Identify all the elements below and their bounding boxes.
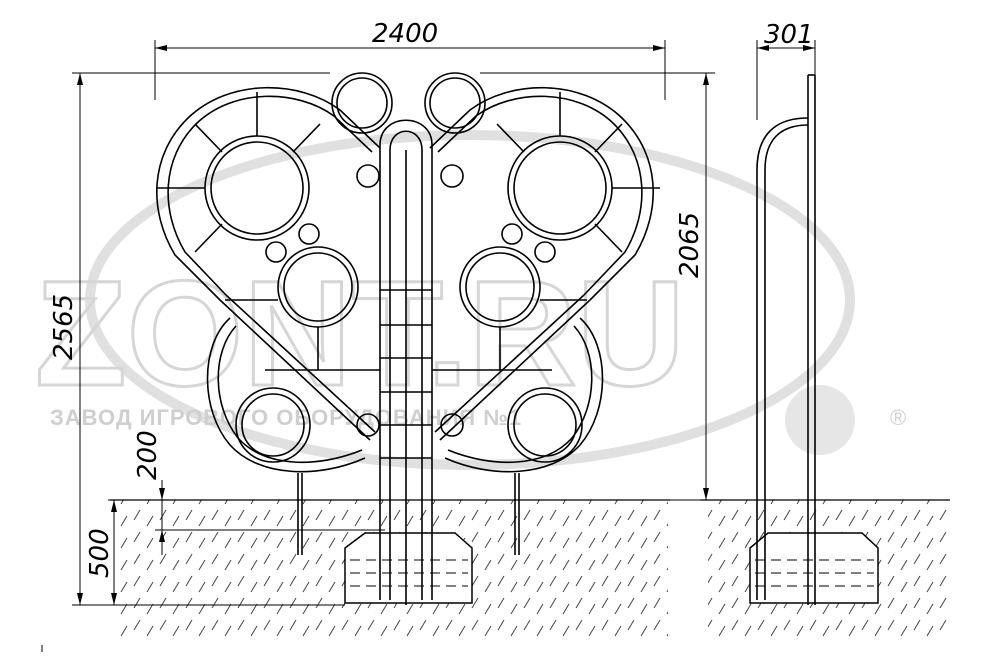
small-circle (356, 413, 380, 437)
lower-left-wing-outer (206, 317, 366, 473)
left-mid-circle-inner (283, 252, 353, 322)
body-inner (389, 130, 423, 600)
right-mid-circle-inner (465, 252, 535, 322)
dim-depth-label: 301 (764, 20, 814, 50)
butterfly-front-view (156, 72, 660, 605)
butterfly-side-view (756, 74, 816, 605)
dim-embed-label: 200 (133, 430, 163, 480)
foundation-front (344, 532, 473, 604)
right-low-circle-outer (507, 387, 583, 463)
left-low-circle-outer (235, 387, 311, 463)
watermark: ZONT.RU ЗАВОД ИГРОВОГО ОБОРУДОВАНИЯ №1 ® (34, 130, 906, 470)
watermark-dot (785, 385, 855, 455)
upper-left-wing-outer (156, 86, 381, 301)
watermark-logo-text: ZONT.RU (35, 249, 685, 417)
upper-right-wing-outer (429, 86, 654, 301)
dim-underground-label: 500 (85, 528, 115, 578)
left-big-circle-inner (210, 141, 304, 235)
head-left-circle-inner (336, 77, 388, 129)
left-diagonal-inner (225, 294, 376, 433)
body-outer (379, 119, 433, 600)
right-low-circle-inner (513, 393, 577, 457)
right-diagonal-inner (434, 294, 585, 433)
watermark-ellipse (85, 130, 855, 470)
upper-right-wing-inner (437, 95, 643, 296)
left-low-circle-inner (241, 393, 305, 457)
lower-right-wing-inner (447, 325, 593, 464)
lower-right-wing-outer (444, 317, 604, 473)
small-circle (298, 223, 320, 245)
dim-total-height-label: 2565 (49, 294, 79, 360)
head-left-circle-outer (331, 72, 393, 134)
small-circle (265, 241, 287, 263)
small-circle (440, 164, 464, 188)
small-circle (534, 241, 556, 263)
dimension-arrows (77, 45, 815, 605)
dim-width-label: 2400 (372, 19, 438, 49)
small-circle (356, 164, 380, 188)
body-rungs (380, 289, 432, 459)
small-circle (440, 413, 464, 437)
dimension-lines (72, 40, 816, 606)
watermark-registered-mark: ® (890, 405, 906, 430)
left-wing-spokes (157, 92, 380, 371)
right-big-circle-inner (513, 141, 607, 235)
foundation-side (749, 532, 879, 604)
head-right-circle-inner (429, 77, 481, 129)
small-circle (501, 223, 523, 245)
dim-above-ground-label: 2065 (675, 212, 705, 278)
right-wing-spokes (432, 92, 660, 371)
head-right-circle-outer (424, 72, 486, 134)
